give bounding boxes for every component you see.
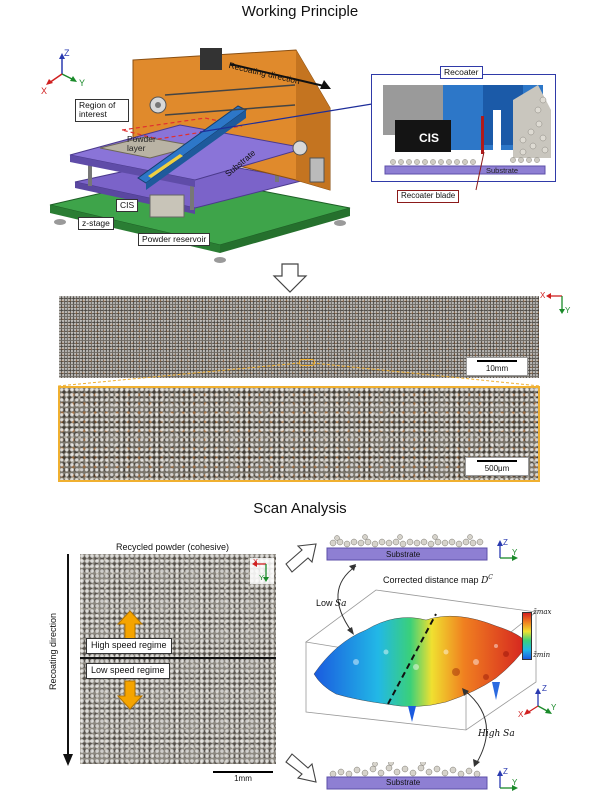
scan-scale-bar: 10mm [466, 357, 528, 376]
axis-zy-top [497, 540, 518, 561]
axis-triad-3d-map [524, 688, 552, 715]
low-sa-symbol: Sa [335, 599, 347, 609]
low-sa-prefix: Low [316, 598, 336, 608]
zoomed-scan-image [58, 386, 540, 482]
map-axis-z-label: Z [542, 684, 547, 693]
zy-bottom-axis-y-label: Y [512, 778, 518, 787]
top-substrate-label: Substrate [386, 550, 421, 559]
high-speed-regime-label: High speed regime [86, 638, 172, 654]
low-speed-regime-label: Low speed regime [86, 663, 170, 679]
high-sa-prefix: High [478, 729, 504, 739]
recoater-inset-title: Recoater [440, 66, 483, 80]
top-substrate-illustration [326, 534, 488, 561]
machine-illustration [49, 48, 351, 263]
map-axis-x-label: X [518, 710, 524, 719]
cis-label: CIS [116, 199, 139, 213]
axis-x-label: X [41, 86, 48, 96]
axis-triad-xy-2 [250, 558, 274, 584]
micrograph-axis-x-label: X [253, 557, 259, 566]
axis-zy-bottom [497, 770, 518, 791]
scan-scale-label: 10mm [485, 364, 509, 373]
strip-axis-x-label: X [540, 291, 546, 300]
inset-connector-line [200, 103, 373, 133]
distance-map-title-text: Corrected distance map [383, 575, 479, 585]
distance-map-3d [305, 589, 537, 731]
recycled-powder-caption: Recycled powder (cohesive) [114, 542, 232, 552]
high-speed-arrow-up [117, 610, 143, 640]
region-of-interest-label: Region of interest [75, 99, 129, 122]
recoater-blade-label: Recoater blade [397, 190, 460, 203]
low-sa-curved-arrow [337, 564, 357, 635]
low-sa-label: Low Sa [316, 598, 347, 609]
blade-pointer-line [475, 151, 485, 191]
powder-reservoir-label: Powder reservoir [138, 233, 211, 247]
working-principle-title: Working Principle [241, 3, 359, 20]
map-axis-y-label: Y [551, 703, 557, 712]
recycled-powder-micrograph [80, 554, 276, 764]
recoating-direction-arrow [229, 63, 331, 89]
axis-triad-xy-1 [546, 293, 565, 314]
axis-y-label: Y [79, 78, 86, 88]
colorbar [522, 612, 532, 660]
zoom-region-marker [299, 359, 315, 366]
zoom-guide-lines [57, 362, 541, 387]
high-sa-symbol: Sa [503, 729, 515, 739]
arrow-to-bottom-substrate [285, 753, 317, 783]
recoating-direction-vertical-arrow [63, 554, 73, 766]
down-arrow-1 [272, 263, 308, 293]
zoom-scale-bar: 500μm [465, 457, 529, 476]
zy-top-axis-y-label: Y [512, 548, 518, 557]
axis-z-label: Z [64, 48, 70, 58]
powder-layer-label: Powder layer [127, 134, 156, 154]
analysis-recoating-direction-label: Recoating direction [48, 612, 58, 690]
arrow-to-top-substrate [285, 543, 317, 573]
micrograph-scale-label: 1mm [234, 774, 252, 783]
low-speed-arrow-down [117, 680, 143, 710]
micrograph-scale-bar: 1mm [210, 771, 276, 783]
strip-axis-y-label: Y [565, 306, 571, 315]
zy-bottom-axis-z-label: Z [503, 767, 508, 776]
regime-boundary-line [80, 657, 276, 659]
bottom-substrate-label: Substrate [386, 778, 421, 787]
z-stage-label: z-stage [78, 217, 114, 231]
inset-cis-label: CIS [419, 131, 440, 145]
colorbar-max-label: z̄max [533, 608, 552, 616]
zoom-scale-label: 500μm [484, 464, 510, 473]
micrograph-axis-y-label: Y [259, 573, 265, 582]
high-sa-label: High Sa [478, 728, 515, 739]
recoater-cross-section [383, 85, 551, 175]
scan-analysis-title: Scan Analysis [253, 500, 347, 517]
distance-map-symbol: D [481, 576, 489, 586]
high-sa-curved-arrow [462, 688, 488, 767]
axis-triad-3d [46, 53, 77, 85]
colorbar-min-label: z̄min [533, 651, 551, 659]
distance-map-title: Corrected distance map DC [383, 574, 493, 586]
inset-substrate-label: Substrate [486, 166, 519, 175]
zy-top-axis-z-label: Z [503, 538, 508, 547]
bottom-substrate-illustration [326, 762, 488, 790]
distance-map-symbol-sup: C [488, 574, 493, 581]
